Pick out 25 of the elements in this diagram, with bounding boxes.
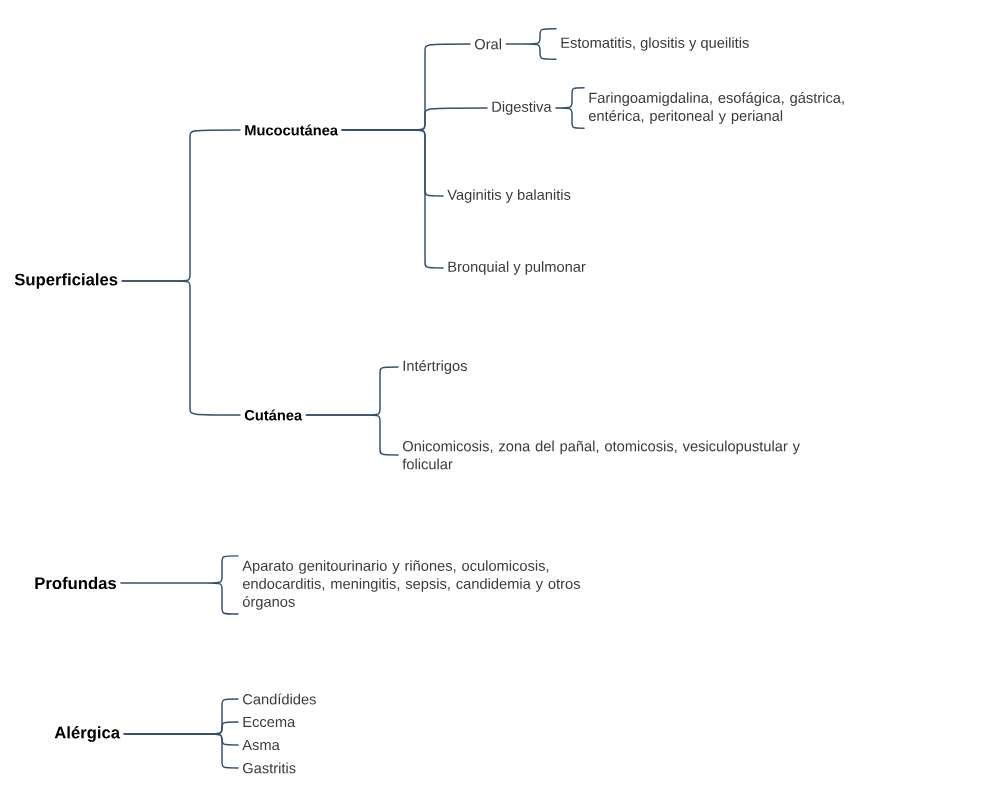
item-text: Estomatitis, glositis y queilitis: [561, 37, 749, 51]
item-text: Gastritis: [243, 762, 296, 774]
item-text: Aparato genitourinario y riñones, oculomicosis, endocarditis, meningitis, sepsis, candidemia y otros órganos: [242, 560, 580, 610]
item-text: Vaginitis y balanitis: [447, 189, 571, 203]
category-label: Superficiales: [14, 273, 118, 289]
category-label: Mucocutánea: [245, 124, 339, 136]
item-text: Onicomicosis, zona del pañal, otomicosis, vesiculopustular y folicular: [402, 440, 800, 470]
category-label: Profundas: [35, 576, 116, 590]
item-text: Asma: [242, 739, 280, 751]
brace: [121, 280, 241, 416]
item-text: Oral: [474, 38, 501, 50]
brace: [341, 129, 444, 269]
item-text: Faringoamigdalina, esofágica, gástrica, entérica, peritoneal y perianal: [588, 92, 844, 124]
brace: [120, 555, 239, 615]
brace: [505, 28, 557, 60]
brace: [305, 414, 399, 456]
item-text: Bronquial y pulmonar: [448, 261, 586, 275]
category-label: Cutánea: [244, 409, 303, 421]
brace: [123, 733, 239, 769]
item-text: Eccema: [243, 716, 296, 728]
item-text: Digestiva: [492, 101, 552, 115]
item-text: Intértrigos: [403, 360, 467, 374]
category-label: Alérgica: [54, 726, 121, 742]
item-text: Candídides: [243, 693, 316, 705]
brace: [555, 87, 585, 129]
